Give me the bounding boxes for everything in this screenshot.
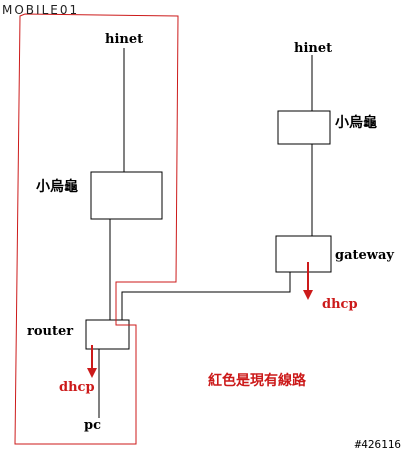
small-turtle-label-left: 小烏龜: [36, 179, 78, 195]
small-turtle-box-left: [90, 171, 163, 220]
gateway-label: gateway: [335, 248, 394, 263]
post-id-watermark: #426116: [354, 438, 401, 451]
dhcp-arrow-left-head: [87, 368, 97, 378]
router-label: router: [27, 324, 74, 339]
hinet-label-right: hinet: [294, 41, 333, 56]
router-box: [85, 319, 130, 350]
dhcp-arrow-right-head: [303, 290, 313, 300]
mobile01-logo: MOBILE01: [2, 3, 80, 17]
hinet-label-left: hinet: [105, 32, 144, 47]
legend-red-existing-wiring: 紅色是現有線路: [208, 373, 306, 389]
pc-label: pc: [84, 418, 102, 433]
small-turtle-label-right: 小烏龜: [335, 115, 377, 131]
existing-wiring-red-line: [14, 13, 179, 445]
small-turtle-box-right: [277, 110, 331, 145]
dhcp-label-right: dhcp: [322, 297, 358, 312]
dhcp-label-left: dhcp: [59, 380, 95, 395]
gateway-box: [275, 235, 332, 273]
router-to-gateway-line: [121, 272, 291, 320]
